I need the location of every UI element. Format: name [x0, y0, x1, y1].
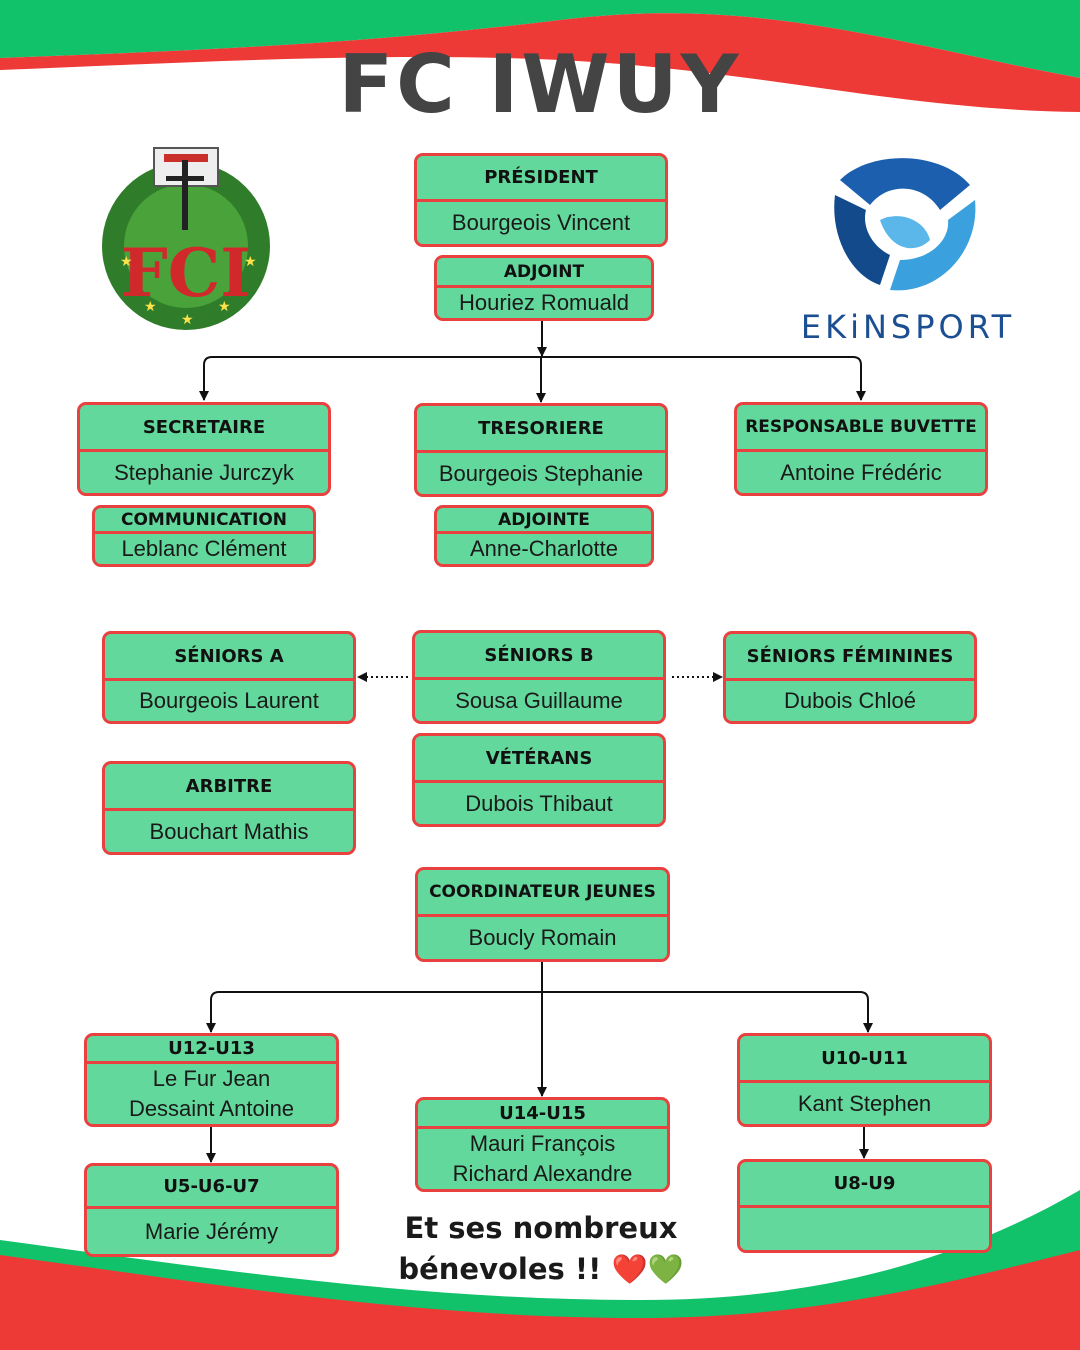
u8-u9-box: U8-U9	[737, 1159, 992, 1253]
member-name: Houriez Romuald	[459, 290, 629, 315]
member-name: Mauri François	[469, 1131, 616, 1156]
coordinateur-jeunes-box: COORDINATEUR JEUNES Boucly Romain	[415, 867, 670, 962]
role-label: PRÉSIDENT	[417, 156, 665, 202]
role-label: COORDINATEUR JEUNES	[418, 870, 667, 917]
communication-box: COMMUNICATION Leblanc Clément	[92, 505, 316, 567]
role-label: SÉNIORS FÉMININES	[726, 634, 974, 681]
role-label: U14-U15	[418, 1100, 667, 1129]
role-label: U10-U11	[740, 1036, 989, 1083]
member-name: Le Fur Jean	[152, 1066, 271, 1091]
member-name: Bourgeois Laurent	[139, 688, 319, 713]
member-name: Kant Stephen	[797, 1090, 932, 1116]
hearts-emoji: ❤️💚	[611, 1252, 684, 1286]
svg-text:★: ★	[244, 254, 257, 270]
adjoint-box: ADJOINT Houriez Romuald	[434, 255, 654, 321]
member-name: Dessaint Antoine	[128, 1096, 295, 1121]
sponsor-name: EKiNSPORT	[800, 308, 1016, 346]
u10-u11-box: U10-U11 Kant Stephen	[737, 1033, 992, 1127]
role-label: RESPONSABLE BUVETTE	[737, 405, 985, 452]
secretaire-box: SECRETAIRE Stephanie Jurczyk	[77, 402, 331, 496]
veterans-box: VÉTÉRANS Dubois Thibaut	[412, 733, 666, 827]
club-logo-initials: FCI	[121, 234, 251, 312]
member-name: Sousa Guillaume	[455, 687, 623, 713]
member-name: Dubois Chloé	[783, 688, 917, 713]
u5-u6-u7-box: U5-U6-U7 Marie Jérémy	[84, 1163, 339, 1257]
svg-text:★: ★	[144, 299, 157, 315]
member-name: Dubois Thibaut	[465, 790, 613, 816]
svg-text:★: ★	[181, 312, 194, 328]
role-label: ADJOINTE	[437, 508, 651, 534]
seniors-feminines-box: SÉNIORS FÉMININES Dubois Chloé	[723, 631, 977, 724]
role-label: U8-U9	[740, 1162, 989, 1208]
member-name: Marie Jérémy	[144, 1218, 279, 1244]
page-title: FC IWUY	[338, 38, 742, 131]
role-label: U12-U13	[87, 1036, 336, 1064]
president-box: PRÉSIDENT Bourgeois Vincent	[414, 153, 668, 247]
tresoriere-box: TRESORIERE Bourgeois Stephanie	[414, 403, 668, 497]
member-name: Bouchart Mathis	[149, 818, 309, 844]
seniors-a-box: SÉNIORS A Bourgeois Laurent	[102, 631, 356, 724]
member-name: Stephanie Jurczyk	[114, 459, 294, 485]
role-label: U5-U6-U7	[87, 1166, 336, 1209]
u14-u15-box: U14-U15 Mauri François Richard Alexandre	[415, 1097, 670, 1192]
arbitre-box: ARBITRE Bouchart Mathis	[102, 761, 356, 855]
club-logo: FCI ★ ★ ★ ★ ★	[102, 147, 270, 330]
adjointe-box: ADJOINTE Anne-Charlotte	[434, 505, 654, 567]
member-name: Anne-Charlotte	[470, 536, 618, 561]
footer-message: Et ses nombreux bénevoles !! ❤️💚	[380, 1208, 702, 1290]
ekinsport-logo-icon	[834, 158, 976, 291]
svg-text:★: ★	[120, 254, 133, 270]
role-label: SÉNIORS B	[415, 633, 663, 680]
buvette-box: RESPONSABLE BUVETTE Antoine Frédéric	[734, 402, 988, 496]
seniors-b-box: SÉNIORS B Sousa Guillaume	[412, 630, 666, 724]
footer-line-2: bénevoles !!	[398, 1252, 602, 1286]
footer-line-1: Et ses nombreux	[404, 1211, 678, 1245]
member-name: Leblanc Clément	[121, 536, 287, 561]
role-label: ADJOINT	[437, 258, 651, 288]
role-label: SECRETAIRE	[80, 405, 328, 452]
member-name: Boucly Romain	[468, 925, 617, 950]
member-name: Bourgeois Stephanie	[438, 460, 644, 486]
svg-text:★: ★	[218, 299, 231, 315]
member-name: Richard Alexandre	[452, 1161, 633, 1186]
role-label: VÉTÉRANS	[415, 736, 663, 783]
role-label: ARBITRE	[105, 764, 353, 811]
u12-u13-box: U12-U13 Le Fur Jean Dessaint Antoine	[84, 1033, 339, 1127]
role-label: TRESORIERE	[417, 406, 665, 453]
member-name: Bourgeois Vincent	[451, 210, 631, 235]
role-label: COMMUNICATION	[95, 508, 313, 534]
role-label: SÉNIORS A	[105, 634, 353, 681]
member-name: Antoine Frédéric	[780, 459, 942, 485]
